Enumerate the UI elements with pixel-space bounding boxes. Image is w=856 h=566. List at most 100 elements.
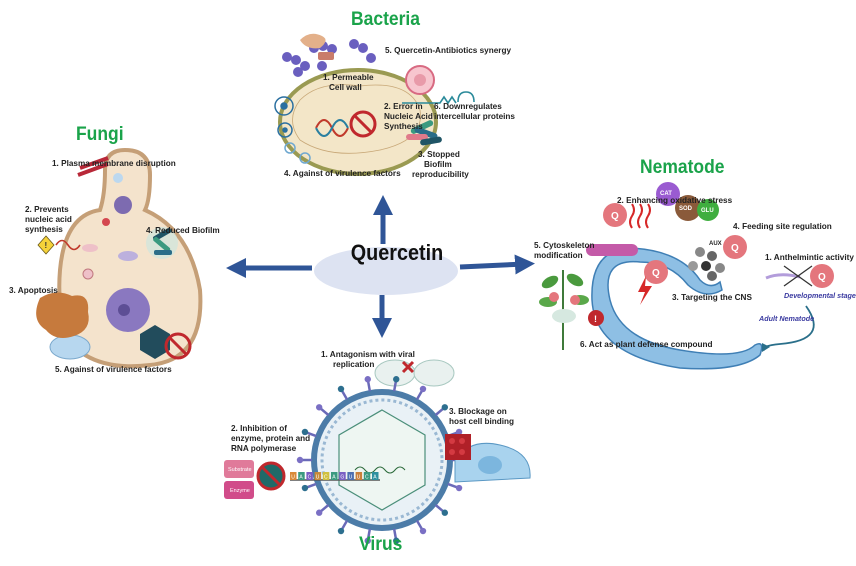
- rna-base: [331, 472, 338, 480]
- rna-base-label: U: [349, 475, 353, 481]
- quercetin-q-icon: Q: [810, 264, 834, 288]
- bacteria-item-1a: 1. Permeable: [323, 73, 374, 82]
- quercetin-q-icon: Q: [644, 260, 668, 284]
- svg-text:!: !: [594, 314, 597, 324]
- nematode-item-5b: modification: [534, 251, 583, 260]
- virulence-factor-icon: [274, 96, 311, 164]
- virus-spike-head: [364, 537, 371, 544]
- rna-base-label: A: [332, 475, 336, 481]
- warning-icon: !: [37, 235, 55, 255]
- alert-icon: !: [588, 310, 604, 326]
- virus-spike-head: [441, 404, 449, 411]
- membrane-disruption-mark: [77, 156, 109, 177]
- rna-base-label: C: [324, 475, 328, 481]
- svg-text:Q: Q: [652, 268, 660, 279]
- antibiotic-capsule: [318, 52, 334, 60]
- glu-label: GLU: [701, 208, 714, 214]
- svg-text:Q: Q: [818, 272, 826, 283]
- bacteria-cell-wall: [278, 68, 438, 176]
- rna-base-label: U: [316, 475, 320, 481]
- bacteria-item-4: 4. Against of virulence factors: [284, 169, 401, 178]
- virus-spike-head: [393, 376, 400, 383]
- viral-rna: [354, 466, 406, 474]
- bacteria-title: Bacteria: [351, 9, 420, 30]
- rna-base: [314, 472, 322, 480]
- organelle-red: [102, 218, 110, 226]
- virus-spike-head: [419, 527, 427, 535]
- rna-base-label: C: [365, 475, 369, 481]
- virus-spike-head: [455, 484, 463, 492]
- virus-item-1a: 1. Antagonism with viral: [321, 350, 415, 359]
- prohibition-icon: [164, 332, 192, 360]
- biofilm-icon: [406, 120, 442, 146]
- rna-base-label: C: [308, 475, 312, 481]
- bacteria-item-2c: Synthesis: [384, 122, 423, 131]
- prohibition-icon: [349, 110, 377, 138]
- bacteria-item-5: 5. Quercetin-Antibiotics synergy: [385, 46, 512, 55]
- rna-base: [372, 472, 379, 480]
- plant-icon: [539, 270, 589, 350]
- virus-item-1b: replication: [333, 360, 375, 369]
- apoptosis-blob: [36, 292, 89, 338]
- rna-base: [347, 472, 354, 480]
- capsid-hexagon: [338, 409, 426, 511]
- quercetin-label: Quercetin: [350, 240, 444, 265]
- fungi-item-4: 4. Reduced Biofilm: [146, 226, 220, 235]
- blocking-cube-icon: [445, 434, 471, 460]
- dna-strand-2: [315, 119, 349, 137]
- biofilm-icon: [146, 227, 178, 259]
- oxidative-wave-icon: [629, 203, 651, 229]
- lightning-icon: [638, 276, 652, 305]
- substrate-label: Substrate: [228, 467, 252, 473]
- scissors-icon: [783, 265, 813, 287]
- virus-spike-head: [393, 537, 400, 544]
- svg-text:Q: Q: [731, 243, 739, 254]
- nematode-item-1: 1. Anthelmintic activity: [765, 253, 854, 262]
- nematode-item-2: 2. Enhancing oxidative stress: [617, 196, 733, 205]
- enzyme-label: Enzyme: [230, 488, 250, 494]
- virus-title: Virus: [359, 534, 403, 555]
- vacuole-large: [49, 334, 91, 360]
- rna-base: [306, 472, 313, 480]
- virus-spike-head: [419, 385, 427, 393]
- virus-spikes: [296, 376, 468, 544]
- aux-label: AUX: [709, 241, 722, 247]
- vacuole: [113, 173, 123, 183]
- virus-spike-head: [315, 404, 323, 411]
- glu-enzyme: [697, 199, 719, 221]
- host-cell: [454, 442, 531, 483]
- dna-icon: [55, 239, 81, 251]
- rna-base-label: U: [357, 475, 361, 481]
- rna-base: [355, 472, 363, 480]
- rna-base-label: A: [299, 475, 303, 481]
- virus-item-3b: host cell binding: [449, 417, 515, 426]
- nucleus-small: [114, 196, 132, 214]
- bacteria-item-3c: reproducibility: [412, 170, 469, 179]
- lifecycle-arrow: [763, 305, 815, 351]
- virus-item-2c: RNA polymerase: [231, 444, 297, 453]
- rna-base: [363, 472, 371, 480]
- golgi: [118, 251, 138, 261]
- rna-base-label: G: [340, 475, 344, 481]
- organelle-pink: [82, 268, 94, 280]
- virus-spike-head: [441, 509, 449, 516]
- nematode-item-6: 6. Act as plant defense compound: [580, 340, 713, 349]
- cat-enzyme: [656, 182, 680, 206]
- nematode-title: Nematode: [640, 157, 725, 178]
- nematode-body: [591, 247, 763, 370]
- bacteria-item-2b: Nucleic Acid: [384, 112, 433, 121]
- rna-base-label: A: [373, 475, 377, 481]
- sod-label: SOD: [679, 206, 693, 212]
- virus-spike-head: [455, 428, 463, 436]
- nucleolus: [118, 304, 130, 316]
- nematode-item-3: 3. Targeting the CNS: [672, 293, 752, 302]
- virus-item-2a: 2. Inhibition of: [231, 424, 287, 433]
- developmental-stage-label: Developmental stage: [784, 291, 856, 300]
- cytoskeleton-tube: [586, 244, 638, 256]
- mitochondrion: [82, 244, 98, 252]
- aux-molecules: [688, 247, 725, 281]
- virus-spike-head: [315, 509, 323, 516]
